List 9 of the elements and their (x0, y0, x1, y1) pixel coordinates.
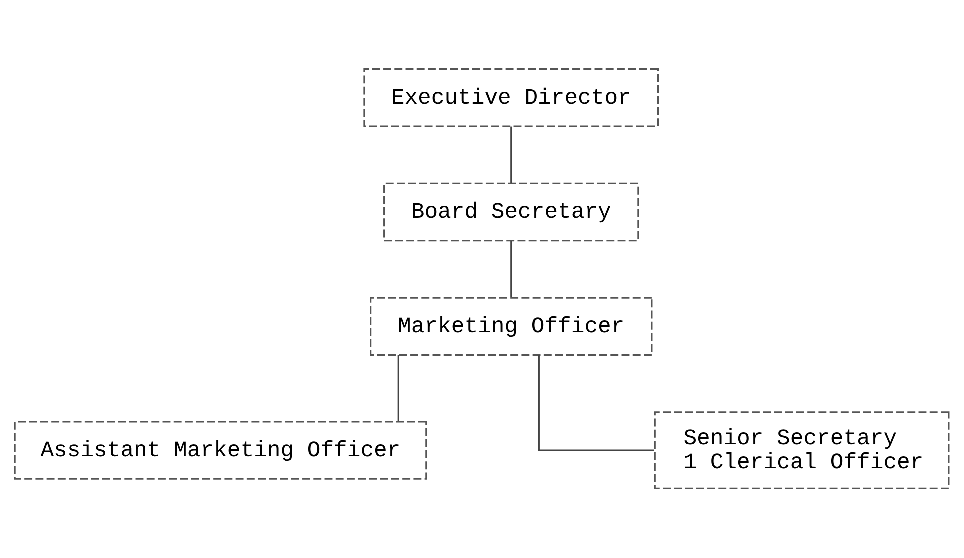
connector (510, 126, 512, 184)
node-box: Board Secretary (384, 182, 640, 242)
connector (510, 241, 512, 298)
node-box: Assistant Marketing Officer (14, 421, 428, 480)
connector (398, 355, 400, 422)
node-box: Senior Secretary 1 Clerical Officer (654, 412, 950, 490)
node-box: Marketing Officer (370, 297, 653, 356)
connector (538, 355, 654, 452)
node-box: Executive Director (364, 68, 660, 128)
